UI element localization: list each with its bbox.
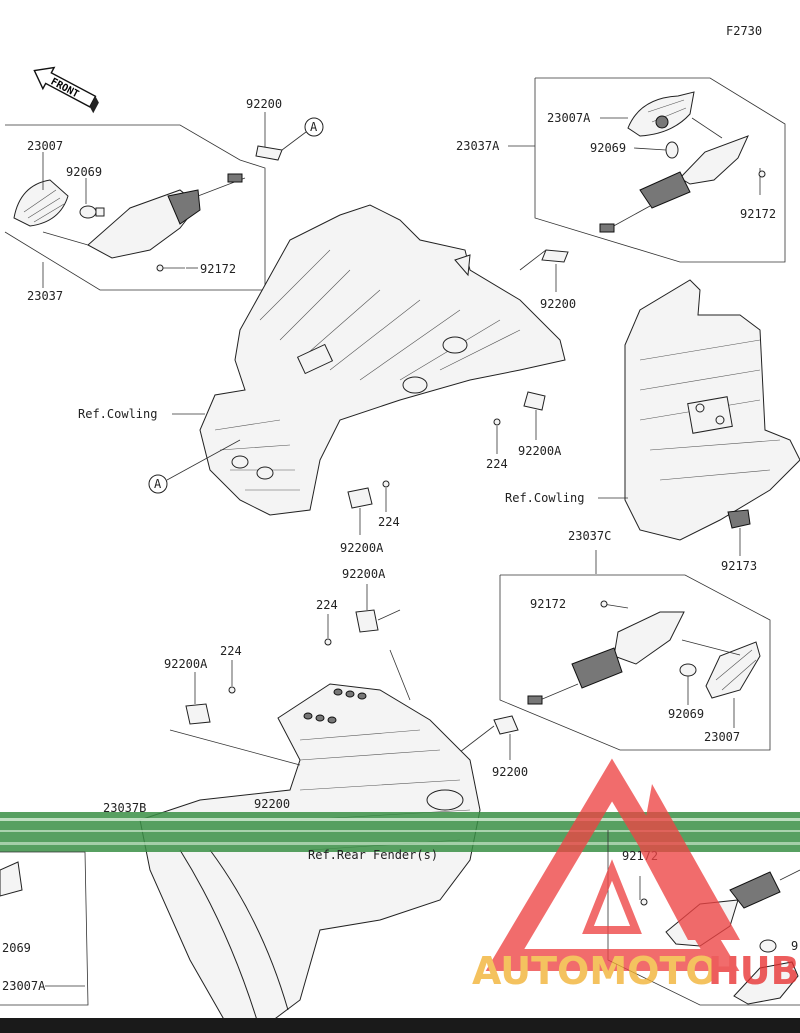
watermark-logo: AUTOMOTO HUB [472, 758, 800, 993]
watermark-text-primary: AUTOMOTO [472, 949, 718, 993]
label-92069-top-right: 92069 [590, 141, 626, 155]
label-92200-c: 92200 [492, 765, 528, 779]
figure-code: F2730 [726, 24, 762, 38]
label-92200-bottom: 92200 [254, 797, 290, 811]
label-23037: 23037 [27, 289, 63, 303]
clip-92200A-center [347, 480, 390, 535]
label-23007-top-left: 23007 [27, 139, 63, 153]
clip-92200A-right [493, 391, 546, 454]
svg-text:A: A [310, 120, 318, 134]
clip-92200A-top-center [324, 584, 401, 646]
label-23007-c: 23007 [704, 730, 740, 744]
label-92200A-c: 92200A [342, 567, 386, 581]
label-92200A-d: 92200A [164, 657, 208, 671]
label-224-a: 224 [486, 457, 508, 471]
rear-subframe [624, 279, 800, 556]
label-92172-top-right: 92172 [740, 207, 776, 221]
clip-92200A-left [185, 660, 236, 725]
rear-fender [139, 649, 481, 1031]
label-92200-top-left: 92200 [246, 97, 282, 111]
label-23007A-top: 23007A [547, 111, 591, 125]
bracket-92200-mid [519, 249, 569, 292]
label-92200-mid: 92200 [540, 297, 576, 311]
label-92172-c: 92172 [530, 597, 566, 611]
callout-a-top: A [304, 117, 324, 137]
turn-signal-assembly-rear [499, 550, 771, 751]
watermark-text-secondary: HUB [708, 949, 800, 993]
svg-text:A: A [154, 477, 162, 491]
label-ref-rear-fender: Ref.Rear Fender(s) [308, 848, 438, 862]
label-ref-cowling-left: Ref.Cowling [78, 407, 157, 421]
label-92173: 92173 [721, 559, 757, 573]
label-23007A-bottom: 23007A [2, 979, 46, 993]
label-9-bottom: 9 [791, 939, 798, 953]
bottom-edge-strip [0, 1018, 800, 1033]
label-224-d: 224 [220, 644, 242, 658]
turn-signal-assembly-bottom-left [0, 851, 89, 1006]
label-92069-top-left: 92069 [66, 165, 102, 179]
label-ref-cowling-right: Ref.Cowling [505, 491, 584, 505]
bracket-92200-top-left [255, 112, 307, 161]
label-92200A-b: 92200A [340, 541, 384, 555]
callout-a-left: A [148, 439, 241, 494]
label-23037C: 23037C [568, 529, 611, 543]
turn-signal-assembly-front-right [508, 77, 786, 263]
label-23037A: 23037A [456, 139, 500, 153]
front-arrow-icon: FRONT [33, 66, 99, 114]
label-92172-left: 92172 [200, 262, 236, 276]
turn-signal-assembly-front-left [4, 124, 266, 291]
bracket-92200-rear [459, 715, 519, 760]
label-23037B: 23037B [103, 801, 146, 815]
label-92069-c: 92069 [668, 707, 704, 721]
label-224-c: 224 [316, 598, 338, 612]
front-cowling-inner [199, 204, 566, 516]
label-92200A-a: 92200A [518, 444, 562, 458]
fender-hole-row [303, 688, 367, 724]
label-2069-bottom: 2069 [2, 941, 31, 955]
label-224-b: 224 [378, 515, 400, 529]
